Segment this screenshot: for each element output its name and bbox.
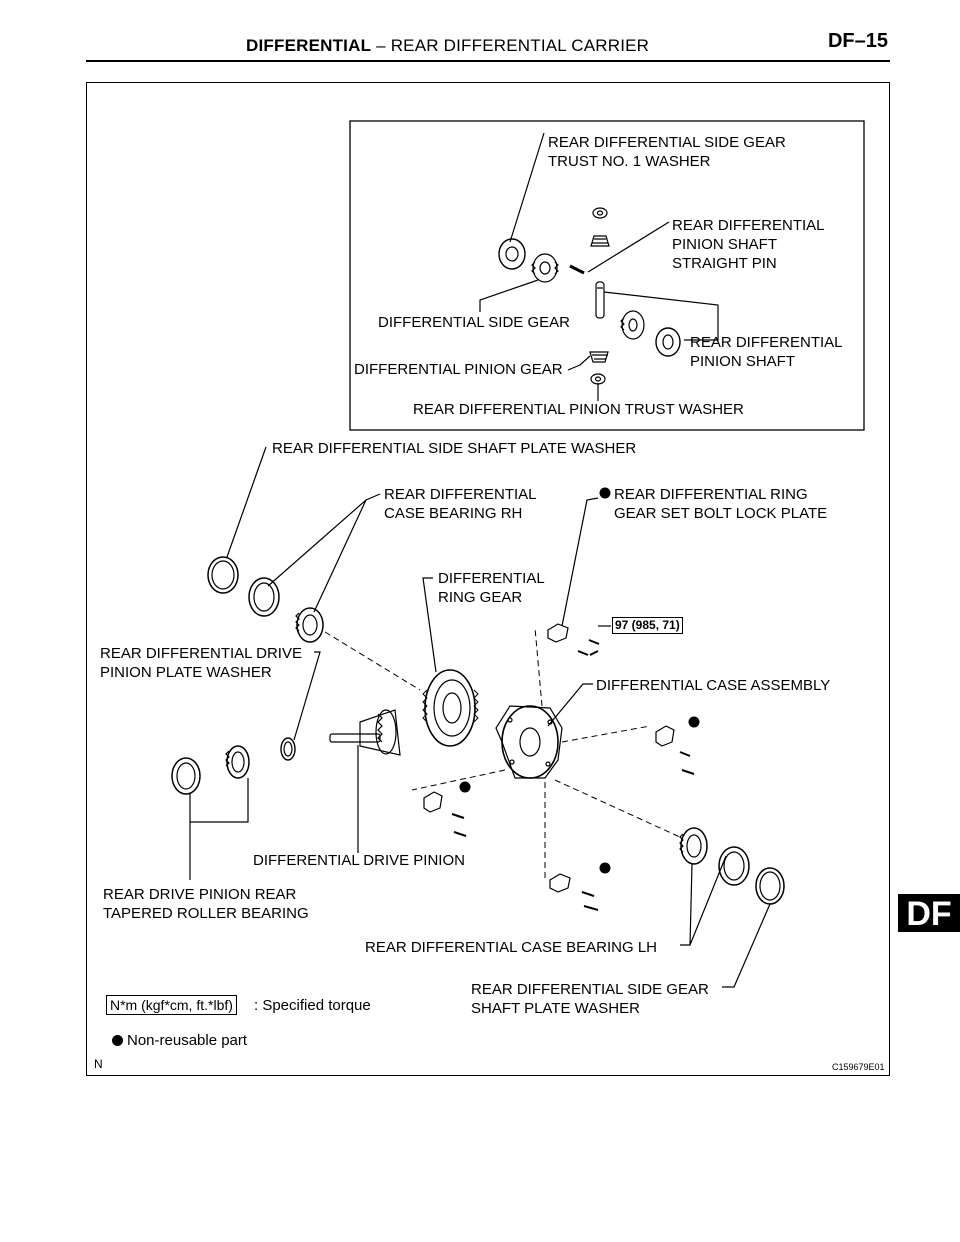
leader-case-bearing-rh — [267, 493, 381, 613]
page-code: DF–15 — [827, 30, 888, 52]
thrust-washer-1-part — [498, 238, 526, 270]
label-pinion-thrust-washer: REAR DIFFERENTIAL PINION TRUST WASHER — [413, 401, 744, 418]
case-bearing-rh-roller-part — [295, 607, 324, 643]
lock-plate-left — [423, 791, 467, 837]
lock-plate-top — [547, 623, 600, 656]
leader-case-bearing-lh — [680, 855, 727, 946]
leader-side-gear-washer — [722, 903, 771, 988]
torque-value-box: 97 (985, 71) — [612, 617, 683, 634]
case-bearing-rh-part — [248, 577, 280, 617]
non-reusable-dot-left — [459, 781, 471, 793]
legend-torque-text: : Specified torque — [254, 997, 371, 1014]
leader-rear-bearing — [189, 778, 249, 880]
header-section: DIFFERENTIAL — [246, 36, 372, 55]
label-case-assembly: DIFFERENTIAL CASE ASSEMBLY — [596, 677, 831, 694]
thrust-washer-right-part — [655, 327, 681, 357]
label-case-bearing-lh: REAR DIFFERENTIAL CASE BEARING LH — [365, 939, 658, 956]
leader-side-gear — [479, 279, 539, 312]
side-gear-right-part — [620, 310, 645, 340]
lower-pinion-washer-part — [590, 373, 606, 385]
lock-plate-right — [655, 725, 695, 775]
leader-pinion-gear — [567, 355, 591, 371]
upper-pinion-washer-part — [592, 207, 608, 219]
leader-lock-plate — [561, 497, 599, 627]
label-side-gear-shaft-plate-washer: REAR DIFFERENTIAL SIDE GEAR SHAFT PLATE … — [471, 981, 709, 1017]
diagram-frame — [86, 82, 890, 1076]
label-pinion-plate-washer: REAR DIFFERENTIAL DRIVE PINION PLATE WAS… — [100, 645, 302, 681]
case-assembly-part — [495, 705, 563, 779]
label-pinion-gear: DIFFERENTIAL PINION GEAR — [354, 361, 563, 378]
ring-gear-part — [422, 669, 479, 747]
upper-pinion-gear-part — [590, 235, 610, 247]
pinion-plate-washer-part — [280, 737, 296, 761]
label-side-gear: DIFFERENTIAL SIDE GEAR — [378, 314, 570, 331]
legend-non-reusable: Non-reusable part — [112, 1031, 247, 1050]
axis-case-lh — [554, 779, 683, 839]
inset-box — [349, 120, 865, 431]
page-header: DIFFERENTIAL – REAR DIFFERENTIAL CARRIER… — [86, 28, 890, 56]
label-drive-pinion: DIFFERENTIAL DRIVE PINION — [253, 852, 465, 869]
case-bearing-lh-cup-part — [718, 846, 750, 886]
figure-code: C159679E01 — [832, 1062, 885, 1072]
rear-bearing-cone-part — [225, 745, 250, 779]
label-ring-gear: DIFFERENTIAL RING GEAR — [438, 570, 545, 606]
label-straight-pin: REAR DIFFERENTIAL PINION SHAFT STRAIGHT … — [672, 217, 825, 272]
legend-torque-units: N*m (kgf*cm, ft.*lbf) — [106, 995, 237, 1015]
corner-letter: N — [94, 1057, 103, 1071]
axis-case-right — [561, 725, 651, 743]
header-rule — [86, 60, 890, 62]
rear-bearing-outer-race-part — [171, 757, 201, 795]
lock-plate-bottom — [549, 873, 599, 911]
leader-thrust-washer-1 — [509, 132, 545, 243]
label-side-shaft-plate-washer: REAR DIFFERENTIAL SIDE SHAFT PLATE WASHE… — [272, 440, 637, 457]
pinion-shaft-part — [595, 281, 605, 319]
section-tab[interactable]: DF — [898, 894, 960, 933]
legend-non-reusable-text: Non-reusable part — [127, 1032, 248, 1049]
header-title: DIFFERENTIAL – REAR DIFFERENTIAL CARRIER — [246, 36, 649, 56]
case-bearing-lh-cone-part — [679, 827, 708, 865]
axis-case-top — [534, 627, 543, 707]
non-reusable-dot-right — [688, 716, 700, 728]
label-rear-bearing: REAR DRIVE PINION REAR TAPERED ROLLER BE… — [103, 886, 309, 922]
header-separator: – — [371, 36, 391, 55]
label-pinion-shaft: REAR DIFFERENTIAL PINION SHAFT — [690, 334, 843, 370]
non-reusable-dot-top — [599, 487, 611, 499]
label-lock-plate: REAR DIFFERENTIAL RING GEAR SET BOLT LOC… — [614, 486, 828, 522]
side-gear-part — [531, 253, 559, 283]
lower-pinion-gear-part — [589, 351, 609, 363]
side-shaft-plate-washer-part — [207, 556, 239, 594]
label-case-bearing-rh: REAR DIFFERENTIAL CASE BEARING RH — [384, 486, 537, 522]
drive-pinion-part — [329, 709, 401, 756]
leader-straight-pin — [587, 221, 670, 273]
non-reusable-dot-bottom — [599, 862, 611, 874]
leader-pinion-shaft — [603, 291, 719, 341]
side-gear-shaft-plate-washer-part — [755, 867, 785, 905]
label-thrust-washer-1: REAR DIFFERENTIAL SIDE GEAR TRUST NO. 1 … — [548, 134, 786, 170]
axis-case-left — [411, 769, 506, 791]
leader-side-shaft-plate-washer — [226, 446, 267, 558]
leader-ring-gear — [422, 577, 437, 673]
header-subsection: REAR DIFFERENTIAL CARRIER — [390, 36, 650, 55]
straight-pin-part — [569, 264, 585, 275]
leader-pinion-plate-washer — [293, 651, 321, 741]
axis-main — [324, 631, 421, 691]
leader-case-assembly — [547, 683, 593, 727]
non-reusable-dot-icon — [112, 1035, 123, 1046]
